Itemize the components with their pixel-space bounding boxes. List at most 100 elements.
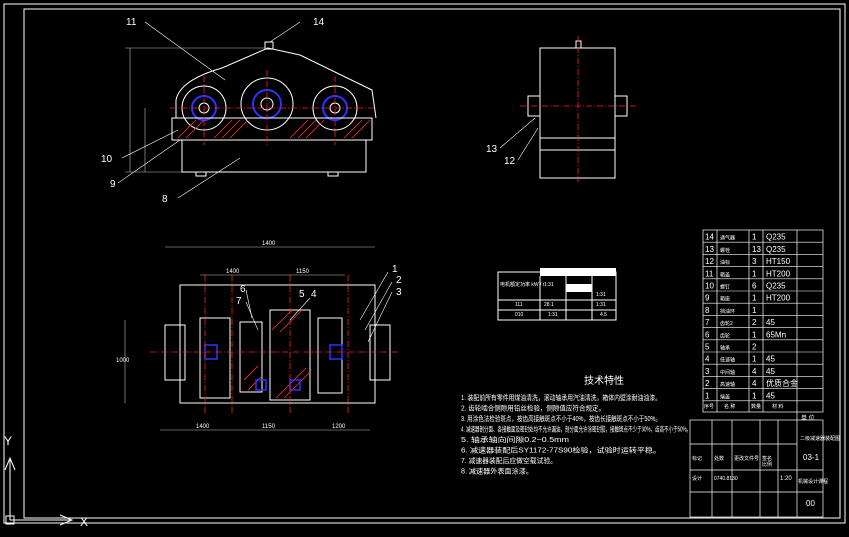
spec-table-title: 技术特性: [556, 269, 576, 276]
parts-cell-name: 低速轴: [720, 357, 735, 364]
parts-cell-qty: 1: [752, 294, 757, 303]
parts-cell-no: 5: [705, 343, 710, 352]
front-elevation-view[interactable]: [117, 21, 377, 199]
parts-cell-material: 优质合金: [766, 378, 798, 388]
note-line: 7. 减速器装配后应做空载试验。: [461, 456, 557, 465]
parts-cell-name: 螺栓: [720, 247, 730, 254]
note-line: 8. 减速器外表面涂漆。: [461, 467, 533, 476]
parts-header-no: 序号: [704, 403, 714, 410]
title-drawing-no: 03-1: [803, 453, 820, 462]
parts-cell-no: 7: [705, 318, 710, 327]
balloon-5: 5: [299, 289, 305, 300]
balloon-10: 10: [101, 154, 113, 165]
note-line: 2. 齿轮啮合侧隙用铅丝检验，侧隙值应符合规定。: [461, 404, 605, 413]
parts-cell-name: 端盖: [720, 393, 730, 400]
spec-cell-4: 1:31: [548, 312, 558, 318]
balloon-4: 4: [311, 289, 317, 300]
dim-plan-bottom-mid: 1150: [262, 424, 276, 430]
plan-section-view[interactable]: [124, 246, 400, 431]
ucs-icon: [4, 456, 74, 526]
title-designer: 0740.8130: [714, 476, 738, 482]
vent-cap: [264, 41, 274, 50]
parts-cell-no: 10: [705, 282, 714, 291]
parts-cell-name: 螺钉: [720, 284, 730, 291]
plan-centerlines: [150, 275, 400, 415]
parts-cell-no: 8: [705, 306, 710, 315]
spec-row-label-1: 111: [515, 302, 523, 308]
balloon-11: 11: [126, 17, 137, 28]
notes-title: 技术特性: [584, 374, 624, 387]
parts-cell-material: 65Mn: [766, 330, 786, 339]
parts-cell-no: 9: [705, 294, 710, 303]
parts-cell-name: 中间轴: [720, 369, 735, 376]
parts-cell-qty: 13: [752, 245, 761, 254]
sheet-outer-border: [3, 3, 846, 524]
parts-cell-material: Q235: [766, 282, 786, 291]
plan-housing-outline: [179, 284, 376, 404]
title-scale: 1:20: [780, 476, 792, 482]
dim-plan-left: 1400: [226, 269, 240, 275]
parts-header-material: 材 料: [772, 403, 783, 410]
side-leaders: [499, 117, 539, 161]
title-designer-label: 设计: [692, 475, 702, 482]
parts-cell-no: 6: [705, 330, 710, 339]
housing-lid-outline: [175, 47, 377, 119]
parts-cell-qty: 2: [752, 318, 757, 327]
balloon-14: 14: [313, 17, 325, 28]
parts-cell-qty: 1: [752, 391, 757, 400]
parts-cell-material: Q235: [766, 233, 786, 242]
parts-header-qty: 数量: [751, 403, 761, 410]
parts-cell-material: HT150: [766, 257, 791, 266]
parts-cell-name: 高速轴: [720, 381, 735, 388]
parts-cell-no: 13: [705, 245, 714, 254]
parts-cell-no: 1: [705, 391, 710, 400]
note-line: 5. 轴承轴向间隙0.2~0.5mm: [461, 435, 569, 444]
section-hatching: [177, 119, 371, 139]
parts-header-name: 名 称: [724, 403, 735, 410]
balloon-1: 1: [392, 264, 398, 275]
parts-cell-no: 3: [705, 367, 710, 376]
plan-hatching: [243, 309, 311, 399]
title-row1: 标记: [692, 455, 702, 462]
note-line: 1. 装配前所有零件用煤油清洗，滚动轴承用汽油清洗，箱体内壁涂耐油油漆。: [461, 393, 661, 402]
spec-cell-5: 4.5: [600, 312, 607, 318]
side-elevation-view[interactable]: [499, 36, 636, 182]
spec-cell-3: 1:31: [596, 302, 606, 308]
balloon-2: 2: [396, 275, 402, 286]
technical-notes: 1. 装配前所有零件用煤油清洗，滚动轴承用汽油清洗，箱体内壁涂耐油油漆。 2. 齿…: [461, 393, 691, 476]
parts-cell-material: Q235: [766, 245, 786, 254]
dim-plan-bottom-right: 1200: [332, 424, 346, 430]
ucs-x-label: X: [80, 515, 88, 529]
parts-cell-qty: 1: [752, 306, 757, 315]
parts-cell-name: 箱盖: [720, 271, 730, 278]
parts-list-grid: [702, 229, 824, 413]
title-drawing-name: 二级减速器装配图: [800, 435, 840, 442]
sheet-inner-border: [23, 8, 841, 519]
title-block-grid: [689, 412, 824, 518]
parts-cell-no: 2: [705, 379, 710, 388]
balloon-9: 9: [110, 179, 116, 190]
parts-cell-name: 轴承: [720, 345, 730, 352]
title-company: 单 位: [801, 414, 815, 422]
housing-base: [181, 140, 367, 173]
dim-plan-bottom-left: 1400: [196, 424, 210, 430]
title-school: 机械设计课程: [798, 478, 828, 485]
parts-cell-name: 齿轮: [720, 332, 730, 339]
note-line: 6. 减速器装配后SY1172-77S90检验，试验时运转平稳。: [461, 446, 661, 455]
tech-spec-table: [497, 268, 617, 321]
parts-cell-qty: 1: [752, 269, 757, 278]
parts-cell-name: 油标: [720, 259, 730, 266]
parts-cell-qty: 6: [752, 282, 757, 291]
balloon-13: 13: [486, 144, 498, 155]
parts-cell-no: 12: [705, 257, 714, 266]
parts-cell-qty: 3: [752, 257, 757, 266]
balloon-6: 6: [240, 284, 246, 295]
front-leaders: [117, 21, 301, 199]
dim-plan-overall: 1400: [262, 241, 276, 247]
balloon-12: 12: [504, 156, 516, 167]
parts-cell-qty: 1: [752, 355, 757, 364]
note-line: 4. 减速器剖分面、各接触面及密封处均不允许漏油，剖分面允许涂密封胶，接触斑点不…: [461, 425, 691, 434]
front-centerlines: [170, 70, 375, 145]
